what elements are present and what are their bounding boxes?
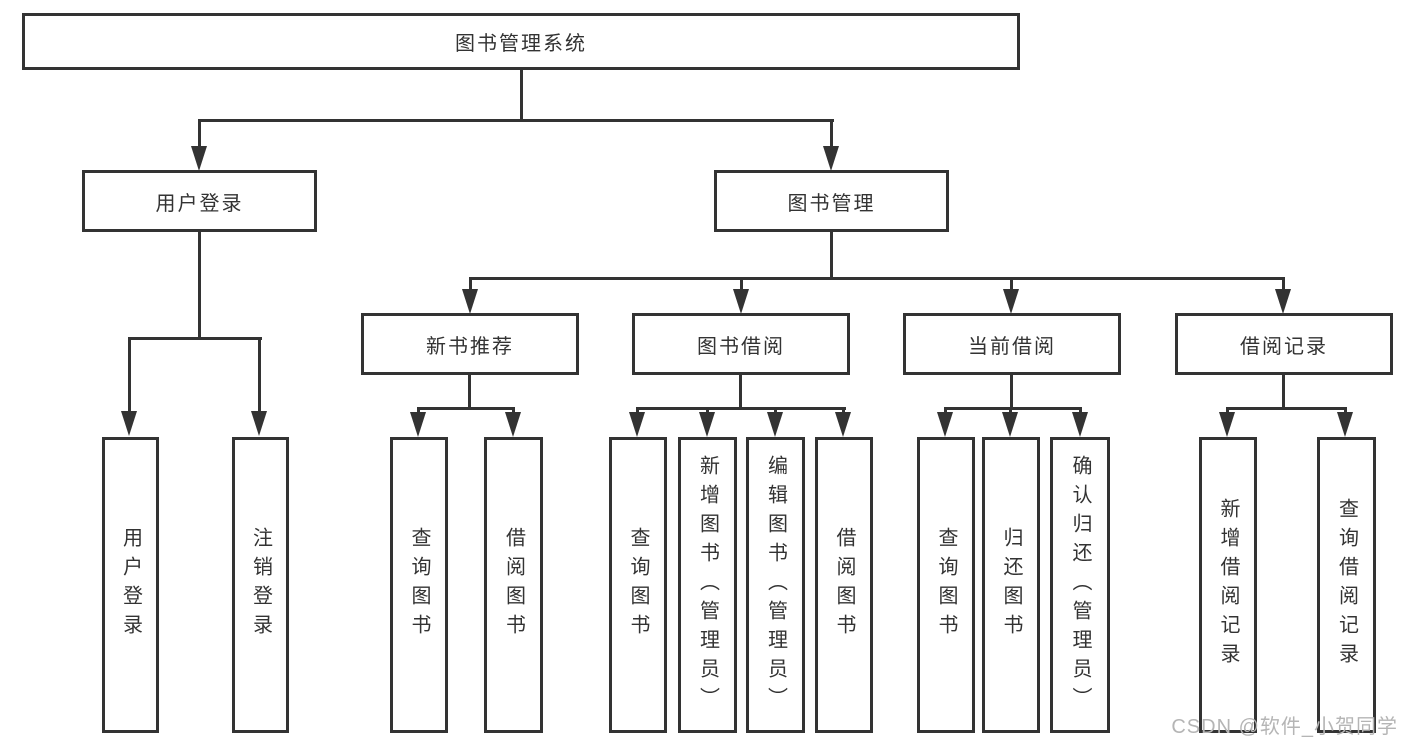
node-library-management-system: 图书管理系统 (22, 13, 1020, 70)
node-label: 查询图书 (935, 527, 957, 643)
connector-line (258, 337, 261, 412)
node-label: 查询借阅记录 (1335, 498, 1358, 672)
connector-line (1226, 407, 1347, 410)
leaf-return-books: 归还图书 (982, 437, 1040, 733)
node-label: 查询图书 (627, 527, 649, 643)
leaf-query-books: 查询图书 (917, 437, 975, 733)
connector-line (469, 277, 472, 290)
node-user-login: 用户登录 (82, 170, 317, 232)
connector-line (1009, 407, 1012, 413)
arrowhead (767, 412, 783, 437)
node-current-borrowing: 当前借阅 (903, 313, 1121, 375)
arrowhead (191, 146, 207, 171)
connector-line (740, 277, 743, 290)
connector-line (417, 407, 515, 410)
leaf-add-borrow-record: 新增借阅记录 (1199, 437, 1257, 733)
connector-line (1344, 407, 1347, 413)
node-label: 新书推荐 (426, 335, 514, 358)
connector-line (830, 232, 833, 278)
connector-line (830, 119, 833, 146)
node-borrowing-records: 借阅记录 (1175, 313, 1393, 375)
node-label: 当前借阅 (968, 335, 1056, 358)
connector-line (706, 407, 709, 413)
node-label: 归还图书 (1000, 527, 1022, 643)
node-book-management: 图书管理 (714, 170, 949, 232)
arrowhead (1337, 412, 1353, 437)
node-label: 编辑图书（管理员） (764, 454, 787, 716)
arrowhead (121, 411, 137, 436)
leaf-add-books-admin: 新增图书（管理员） (678, 437, 737, 733)
arrowhead (733, 289, 749, 314)
leaf-borrow-books: 借阅图书 (815, 437, 873, 733)
connector-line (1010, 277, 1013, 290)
connector-line (1282, 277, 1285, 290)
connector-line (198, 119, 201, 146)
connector-line (774, 407, 777, 413)
node-label: 图书借阅 (697, 335, 785, 358)
arrowhead (410, 412, 426, 437)
arrowhead (835, 412, 851, 437)
leaf-query-books: 查询图书 (609, 437, 667, 733)
leaf-user-login: 用户登录 (102, 437, 159, 733)
arrowhead (1219, 412, 1235, 437)
arrowhead (462, 289, 478, 314)
node-label: 查询图书 (408, 527, 430, 643)
leaf-edit-books-admin: 编辑图书（管理员） (746, 437, 805, 733)
arrowhead (1003, 289, 1019, 314)
node-label: 注销登录 (249, 527, 272, 643)
connector-line (842, 407, 845, 413)
arrowhead (699, 412, 715, 437)
node-book-borrowing: 图书借阅 (632, 313, 850, 375)
arrowhead (823, 146, 839, 171)
connector-line (636, 407, 846, 410)
arrowhead (1275, 289, 1291, 314)
node-label: 用户登录 (155, 192, 244, 215)
connector-line (198, 119, 834, 122)
connector-line (944, 407, 1082, 410)
connector-line (636, 407, 639, 413)
node-label: 新增借阅记录 (1217, 498, 1239, 672)
connector-line (1010, 375, 1013, 408)
arrowhead (1072, 412, 1088, 437)
arrowhead (937, 412, 953, 437)
connector-line (128, 337, 262, 340)
connector-line (198, 232, 201, 338)
connector-line (1079, 407, 1082, 413)
node-label: 确认归还（管理员） (1069, 454, 1091, 716)
connector-line (469, 277, 1285, 280)
node-label: 借阅图书 (502, 527, 525, 643)
node-label: 借阅图书 (833, 527, 855, 643)
leaf-logout: 注销登录 (232, 437, 289, 733)
node-new-book-recommend: 新书推荐 (361, 313, 579, 375)
connector-line (520, 70, 523, 120)
connector-line (739, 375, 742, 408)
node-label: 用户登录 (119, 527, 142, 643)
leaf-query-books: 查询图书 (390, 437, 448, 733)
watermark: CSDN @软件_小贺同学 (1171, 716, 1398, 738)
arrowhead (251, 411, 267, 436)
connector-line (512, 407, 515, 413)
connector-line (1226, 407, 1229, 413)
connector-line (944, 407, 947, 413)
leaf-query-borrow-record: 查询借阅记录 (1317, 437, 1376, 733)
arrowhead (629, 412, 645, 437)
node-label: 图书管理 (787, 192, 876, 215)
node-label: 新增图书（管理员） (696, 454, 719, 716)
leaf-borrow-books: 借阅图书 (484, 437, 543, 733)
arrowhead (1002, 412, 1018, 437)
connector-line (1282, 375, 1285, 408)
node-label: 借阅记录 (1240, 335, 1328, 358)
leaf-confirm-return-admin: 确认归还（管理员） (1050, 437, 1110, 733)
connector-line (468, 375, 471, 408)
node-label: 图书管理系统 (455, 33, 587, 55)
connector-line (417, 407, 420, 413)
connector-line (128, 337, 131, 412)
arrowhead (505, 412, 521, 437)
